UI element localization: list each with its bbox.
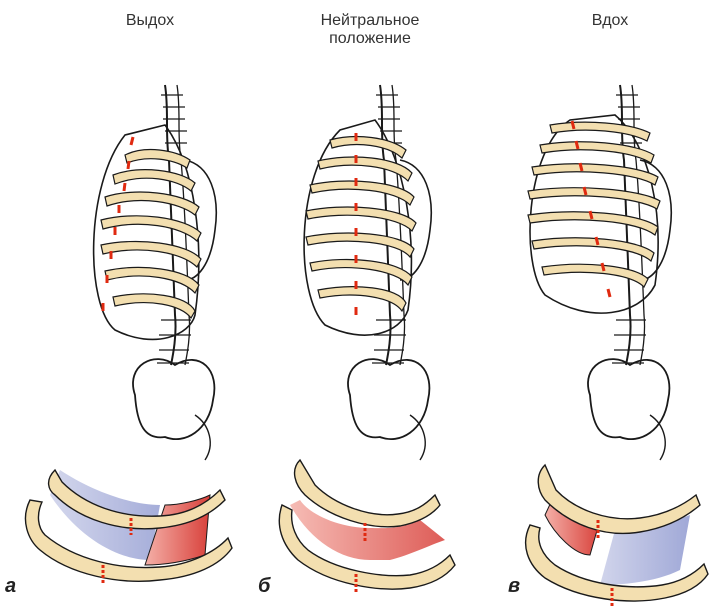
ribcage-inhale [528,85,671,460]
ribcage-neutral [304,85,431,460]
intercostal-detail-c [526,465,708,606]
ribcage-exhale [94,85,217,460]
intercostal-detail-a [25,470,232,584]
panel-letter-b: б [258,575,270,598]
panel-letter-a: а [5,575,16,598]
panel-letter-c: в [508,575,520,598]
intercostal-detail-b [279,460,455,592]
